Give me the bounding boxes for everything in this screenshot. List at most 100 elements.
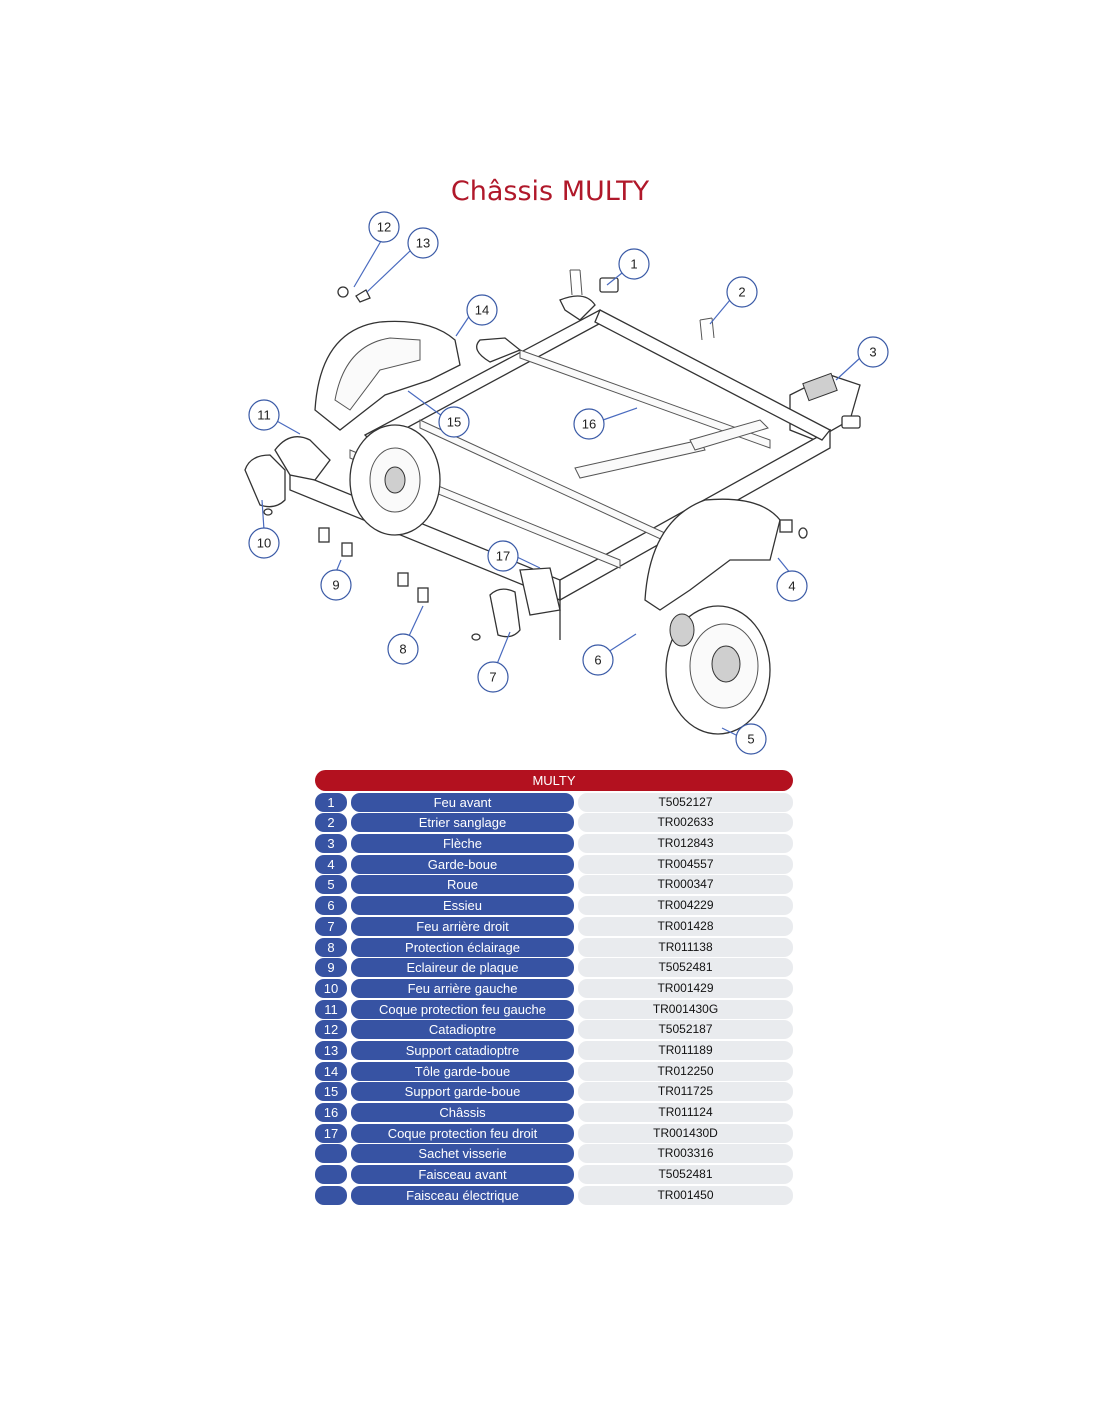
row-number bbox=[315, 1165, 347, 1185]
callout-16: 16 bbox=[573, 408, 605, 440]
row-number: 4 bbox=[315, 854, 347, 874]
callout-10: 10 bbox=[248, 527, 280, 559]
callout-6: 6 bbox=[582, 644, 614, 676]
callout-16-label: 16 bbox=[582, 417, 596, 432]
part-reference: TR011189 bbox=[578, 1040, 793, 1060]
callout-7: 7 bbox=[477, 661, 509, 693]
row-number: 11 bbox=[315, 999, 347, 1019]
callout-11: 11 bbox=[248, 399, 280, 431]
part-reference: T5052481 bbox=[578, 1165, 793, 1185]
part-reference: TR002633 bbox=[578, 813, 793, 833]
part-reference: TR011138 bbox=[578, 937, 793, 957]
callout-17: 17 bbox=[487, 540, 519, 572]
callout-2-label: 2 bbox=[738, 285, 745, 300]
part-reference: TR001450 bbox=[578, 1185, 793, 1205]
part-name: Faisceau électrique bbox=[351, 1185, 574, 1205]
part-reference: TR004557 bbox=[578, 854, 793, 874]
part-name: Faisceau avant bbox=[351, 1165, 574, 1185]
callout-14: 14 bbox=[466, 294, 498, 326]
part-name: Support garde-boue bbox=[351, 1082, 574, 1102]
part-reference: TR001428 bbox=[578, 916, 793, 936]
callout-17-label: 17 bbox=[496, 549, 510, 564]
part-name: Garde-boue bbox=[351, 854, 574, 874]
part-name: Flèche bbox=[351, 834, 574, 854]
row-number: 10 bbox=[315, 978, 347, 998]
part-name: Sachet visserie bbox=[351, 1144, 574, 1164]
callout-10-label: 10 bbox=[257, 536, 271, 551]
part-reference: TR001430G bbox=[578, 999, 793, 1019]
callout-12-label: 12 bbox=[377, 220, 391, 235]
callout-1: 1 bbox=[618, 248, 650, 280]
part-name: Tôle garde-boue bbox=[351, 1061, 574, 1081]
row-number: 1 bbox=[315, 792, 347, 812]
part-reference: TR011725 bbox=[578, 1082, 793, 1102]
callout-4: 4 bbox=[776, 570, 808, 602]
callout-11-label: 11 bbox=[257, 408, 271, 423]
callout-1-label: 1 bbox=[630, 257, 637, 272]
row-number: 15 bbox=[315, 1082, 347, 1102]
callout-3: 3 bbox=[857, 336, 889, 368]
part-reference: T5052127 bbox=[578, 792, 793, 812]
part-name: Catadioptre bbox=[351, 1020, 574, 1040]
part-reference: T5052187 bbox=[578, 1020, 793, 1040]
part-name: Châssis bbox=[351, 1103, 574, 1122]
part-name: Feu arrière droit bbox=[351, 916, 574, 936]
part-name: Eclaireur de plaque bbox=[351, 958, 574, 978]
row-number: 6 bbox=[315, 896, 347, 916]
chassis-diagram: 1 2 3 4 5 6 7 8 9 10 11 12 13 14 15 16 1… bbox=[244, 211, 889, 755]
callout-3-label: 3 bbox=[869, 345, 876, 360]
part-name: Essieu bbox=[351, 896, 574, 916]
callout-2: 2 bbox=[726, 276, 758, 308]
callout-12: 12 bbox=[368, 211, 400, 243]
row-number: 13 bbox=[315, 1040, 347, 1060]
row-number: 3 bbox=[315, 834, 347, 854]
callout-8: 8 bbox=[387, 633, 419, 665]
callout-13-label: 13 bbox=[416, 236, 430, 251]
callout-9-label: 9 bbox=[332, 578, 339, 593]
callout-9: 9 bbox=[320, 569, 352, 601]
row-number: 7 bbox=[315, 916, 347, 936]
callout-15: 15 bbox=[438, 406, 470, 438]
part-reference: TR001430D bbox=[578, 1123, 793, 1143]
part-name: Support catadioptre bbox=[351, 1040, 574, 1060]
callout-8-label: 8 bbox=[399, 642, 406, 657]
part-reference: T5052481 bbox=[578, 958, 793, 978]
row-number: 14 bbox=[315, 1061, 347, 1081]
part-name: Coque protection feu gauche bbox=[351, 999, 574, 1019]
callout-5: 5 bbox=[735, 723, 767, 755]
row-number bbox=[315, 1144, 347, 1164]
part-reference: TR001429 bbox=[578, 978, 793, 998]
leader-lines bbox=[261, 240, 861, 738]
part-name: Roue bbox=[351, 875, 574, 895]
row-number: 16 bbox=[315, 1103, 347, 1122]
part-reference: TR012843 bbox=[578, 834, 793, 854]
callout-15-label: 15 bbox=[447, 415, 461, 430]
part-reference: TR011124 bbox=[578, 1103, 793, 1122]
part-reference: TR012250 bbox=[578, 1061, 793, 1081]
part-reference: TR000347 bbox=[578, 875, 793, 895]
part-name: Protection éclairage bbox=[351, 937, 574, 957]
row-number: 5 bbox=[315, 875, 347, 895]
callout-14-label: 14 bbox=[475, 303, 489, 318]
part-reference: TR003316 bbox=[578, 1144, 793, 1164]
part-name: Feu arrière gauche bbox=[351, 978, 574, 998]
part-reference: TR004229 bbox=[578, 896, 793, 916]
row-number bbox=[315, 1185, 347, 1205]
part-name: Etrier sanglage bbox=[351, 813, 574, 833]
